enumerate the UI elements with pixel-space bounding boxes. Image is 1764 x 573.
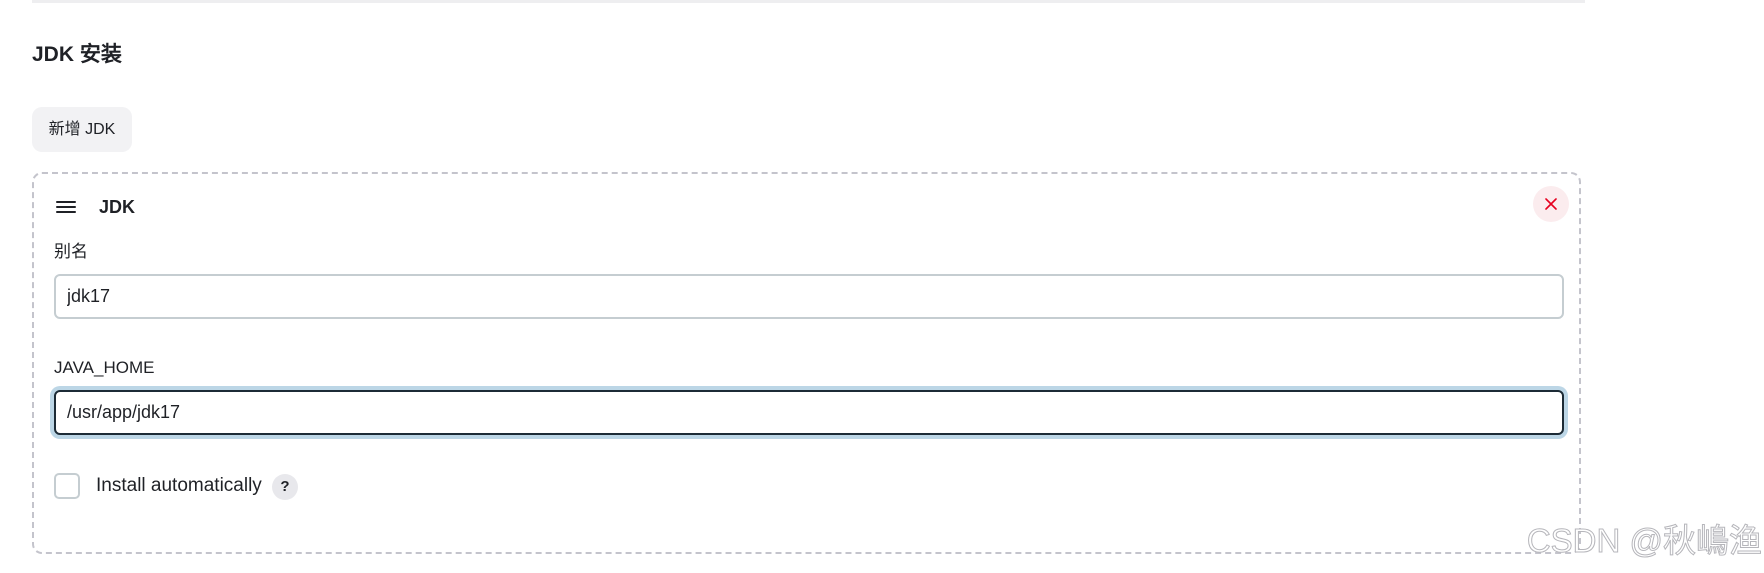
delete-button[interactable] [1533, 186, 1569, 222]
card-title: JDK [99, 197, 136, 217]
install-automatically-label[interactable]: Install automatically [96, 475, 262, 496]
java-home-label: JAVA_HOME [54, 358, 155, 377]
watermark: CSDN @秋嶋渔 [1526, 522, 1762, 560]
close-icon [1545, 198, 1557, 210]
jdk-card: JDK 别名 JAVA_HOME Install automatically ? [32, 172, 1581, 554]
add-jdk-button[interactable]: 新增 JDK [32, 107, 132, 152]
section-title: JDK 安装 [32, 43, 122, 66]
alias-label: 别名 [54, 242, 88, 261]
install-automatically-checkbox[interactable] [54, 473, 80, 499]
alias-input[interactable] [54, 274, 1564, 319]
java-home-input[interactable] [54, 390, 1564, 435]
hamburger-icon[interactable] [56, 198, 78, 216]
help-icon[interactable]: ? [272, 474, 298, 500]
top-divider [32, 0, 1585, 3]
